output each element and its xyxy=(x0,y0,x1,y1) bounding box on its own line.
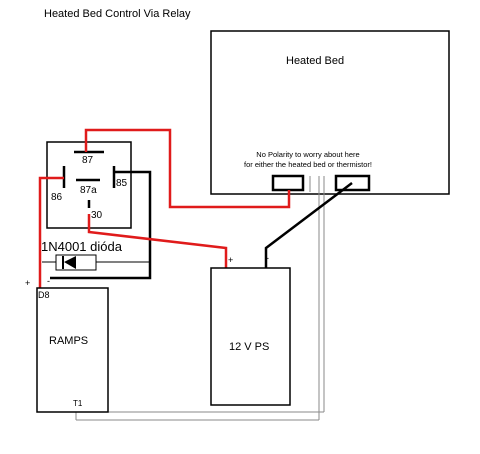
heated-bed-label: Heated Bed xyxy=(286,55,345,67)
ramps-box xyxy=(36,287,109,413)
heated-bed-note-line1: No Polarity to worry about here xyxy=(256,150,360,159)
black-wires xyxy=(50,170,353,280)
thermistor-wires xyxy=(75,176,325,421)
relay-pin-87: 87 xyxy=(82,155,94,166)
relay-pin-86: 86 xyxy=(51,192,63,203)
diagram-title: Heated Bed Control Via Relay xyxy=(44,8,191,20)
diode-1n4001 xyxy=(42,254,150,271)
heated-bed-note-line2: for either the heated bed or thermistor! xyxy=(244,160,372,169)
relay-pin-87a: 87a xyxy=(80,185,97,196)
red-wires xyxy=(38,128,291,290)
bed-terminal-left xyxy=(271,174,305,192)
relay-pin-85: 85 xyxy=(116,178,128,189)
relay-pin-30: 30 xyxy=(91,210,103,221)
heated-bed-box xyxy=(210,30,450,195)
power-supply-box xyxy=(210,267,291,406)
heated-bed-note: No Polarity to worry about here for eith… xyxy=(244,150,372,170)
ramps-minus-label: - xyxy=(47,276,50,286)
ramps-pin-t1: T1 xyxy=(73,399,83,408)
ramps-pin-d8: D8 xyxy=(38,290,50,300)
ps-plus-label: + xyxy=(228,255,234,265)
ps-minus-label: - xyxy=(266,253,269,263)
ramps-label: RAMPS xyxy=(49,335,89,347)
bed-terminal-right xyxy=(334,174,371,192)
power-supply-label: 12 V PS xyxy=(229,341,270,353)
ramps-plus-label: + xyxy=(25,278,31,288)
diode-label: 1N4001 dióda xyxy=(41,239,122,254)
